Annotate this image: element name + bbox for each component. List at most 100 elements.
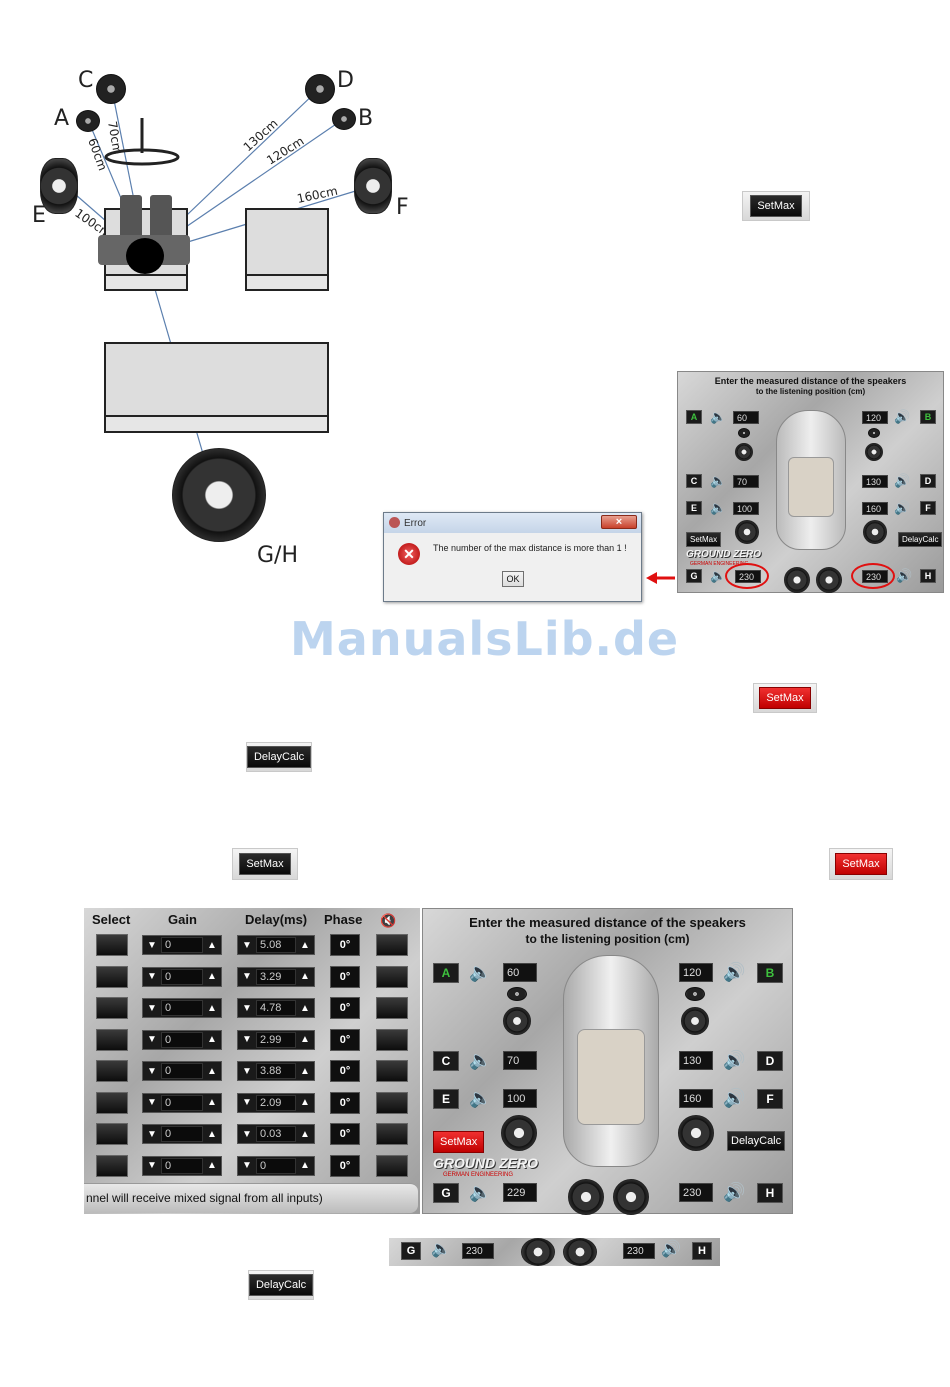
delaycalc-button[interactable]: DelayCalc (246, 746, 312, 768)
large-channel-d-distance-input[interactable]: 130 (679, 1051, 713, 1070)
large-delaycalc-button[interactable]: DelayCalc (727, 1131, 786, 1151)
delay-value[interactable]: 3.29 (256, 968, 296, 985)
close-button[interactable]: × (601, 515, 637, 529)
large-channel-g-distance-input[interactable]: 229 (503, 1183, 537, 1202)
gain-value[interactable]: 0 (161, 1094, 203, 1111)
row-mute-cell[interactable] (376, 1028, 408, 1051)
gain-decrease-icon[interactable]: ▼ (147, 1160, 157, 1171)
large-setmax-button[interactable]: SetMax (433, 1131, 485, 1153)
gain-increase-icon[interactable]: ▲ (207, 971, 217, 982)
row-select-cell[interactable] (96, 1028, 128, 1051)
phase-button[interactable]: 0° (330, 934, 360, 956)
row-mute-cell[interactable] (376, 997, 408, 1019)
delay-increase-icon[interactable]: ▲ (300, 939, 310, 951)
delay-increase-icon[interactable]: ▲ (300, 1160, 310, 1171)
delay-decrease-icon[interactable]: ▼ (242, 1065, 252, 1077)
phase-button[interactable]: 0° (330, 1060, 360, 1082)
large-channel-e-distance-input[interactable]: 100 (503, 1089, 537, 1108)
channel-c-distance-input[interactable]: 70 (733, 475, 759, 488)
strip-channel-h-distance-input[interactable]: 230 (623, 1243, 655, 1259)
gain-value[interactable]: 0 (161, 968, 203, 985)
row-mute-cell[interactable] (376, 1091, 408, 1114)
phase-button[interactable]: 0° (330, 965, 360, 988)
phase-button[interactable]: 0° (330, 1028, 360, 1051)
row-select-cell[interactable] (96, 997, 128, 1019)
gain-increase-icon[interactable]: ▲ (207, 939, 217, 951)
setmax-button-2[interactable]: SetMax (239, 853, 291, 875)
gain-decrease-icon[interactable]: ▼ (147, 1002, 157, 1014)
phase-button[interactable]: 0° (330, 1123, 360, 1145)
delay-increase-icon[interactable]: ▲ (300, 971, 310, 982)
delay-value[interactable]: 0.03 (256, 1126, 296, 1142)
gain-increase-icon[interactable]: ▲ (207, 1128, 217, 1140)
small-delaycalc-button[interactable]: DelayCalc (898, 532, 943, 547)
delay-decrease-icon[interactable]: ▼ (242, 1097, 252, 1108)
delay-increase-icon[interactable]: ▲ (300, 1128, 310, 1140)
delay-value[interactable]: 4.78 (256, 1000, 296, 1016)
small-setmax-button[interactable]: SetMax (686, 532, 722, 547)
channel-a-distance-input[interactable]: 60 (733, 411, 759, 424)
gain-value[interactable]: 0 (161, 1000, 203, 1016)
setmax-button[interactable]: SetMax (750, 195, 802, 217)
channel-d-distance-input[interactable]: 130 (862, 475, 888, 488)
gain-decrease-icon[interactable]: ▼ (147, 1065, 157, 1077)
gain-value[interactable]: 0 (161, 1157, 203, 1174)
delay-increase-icon[interactable]: ▲ (300, 1034, 310, 1045)
delay-decrease-icon[interactable]: ▼ (242, 1160, 252, 1171)
delay-increase-icon[interactable]: ▲ (300, 1065, 310, 1077)
delay-increase-icon[interactable]: ▲ (300, 1097, 310, 1108)
delay-value[interactable]: 0 (256, 1157, 296, 1174)
row-select-cell[interactable] (96, 965, 128, 988)
row-mute-cell[interactable] (376, 1060, 408, 1082)
gain-decrease-icon[interactable]: ▼ (147, 1034, 157, 1045)
row-select-cell[interactable] (96, 1060, 128, 1082)
row-select-cell[interactable] (96, 1154, 128, 1177)
row-mute-cell[interactable] (376, 934, 408, 956)
gain-decrease-icon[interactable]: ▼ (147, 939, 157, 951)
gain-decrease-icon[interactable]: ▼ (147, 1128, 157, 1140)
phase-button[interactable]: 0° (330, 997, 360, 1019)
gain-decrease-icon[interactable]: ▼ (147, 1097, 157, 1108)
gain-increase-icon[interactable]: ▲ (207, 1002, 217, 1014)
phase-button[interactable]: 0° (330, 1091, 360, 1114)
delay-decrease-icon[interactable]: ▼ (242, 1002, 252, 1014)
gain-value[interactable]: 0 (161, 1031, 203, 1048)
large-channel-b-distance-input[interactable]: 120 (679, 963, 713, 982)
gain-decrease-icon[interactable]: ▼ (147, 971, 157, 982)
setmax-red-button-2[interactable]: SetMax (835, 853, 887, 875)
row-mute-cell[interactable] (376, 1123, 408, 1145)
gain-increase-icon[interactable]: ▲ (207, 1097, 217, 1108)
large-channel-f-distance-input[interactable]: 160 (679, 1089, 713, 1108)
row-mute-cell[interactable] (376, 965, 408, 988)
delaycalc-button-2[interactable]: DelayCalc (248, 1274, 314, 1296)
delay-decrease-icon[interactable]: ▼ (242, 971, 252, 982)
gain-value[interactable]: 0 (161, 1126, 203, 1142)
gain-value[interactable]: 0 (161, 937, 203, 953)
ok-button[interactable]: OK (502, 571, 524, 587)
delay-increase-icon[interactable]: ▲ (300, 1002, 310, 1014)
large-channel-a-distance-input[interactable]: 60 (503, 963, 537, 982)
row-mute-cell[interactable] (376, 1154, 408, 1177)
delay-decrease-icon[interactable]: ▼ (242, 1128, 252, 1140)
large-channel-h-distance-input[interactable]: 230 (679, 1183, 713, 1202)
delay-decrease-icon[interactable]: ▼ (242, 939, 252, 951)
delay-value[interactable]: 2.09 (256, 1094, 296, 1111)
delay-decrease-icon[interactable]: ▼ (242, 1034, 252, 1045)
gain-value[interactable]: 0 (161, 1063, 203, 1079)
setmax-red-button[interactable]: SetMax (759, 687, 811, 709)
channel-f-distance-input[interactable]: 160 (862, 502, 888, 515)
phase-button[interactable]: 0° (330, 1154, 360, 1177)
row-select-cell[interactable] (96, 1123, 128, 1145)
row-select-cell[interactable] (96, 934, 128, 956)
strip-channel-g-distance-input[interactable]: 230 (462, 1243, 494, 1259)
gain-increase-icon[interactable]: ▲ (207, 1065, 217, 1077)
large-channel-c-distance-input[interactable]: 70 (503, 1051, 537, 1070)
delay-value[interactable]: 2.99 (256, 1031, 296, 1048)
delay-value[interactable]: 3.88 (256, 1063, 296, 1079)
channel-b-distance-input[interactable]: 120 (862, 411, 888, 424)
row-select-cell[interactable] (96, 1091, 128, 1114)
gain-increase-icon[interactable]: ▲ (207, 1034, 217, 1045)
channel-e-distance-input[interactable]: 100 (733, 502, 759, 515)
delay-value[interactable]: 5.08 (256, 937, 296, 953)
gain-increase-icon[interactable]: ▲ (207, 1160, 217, 1171)
